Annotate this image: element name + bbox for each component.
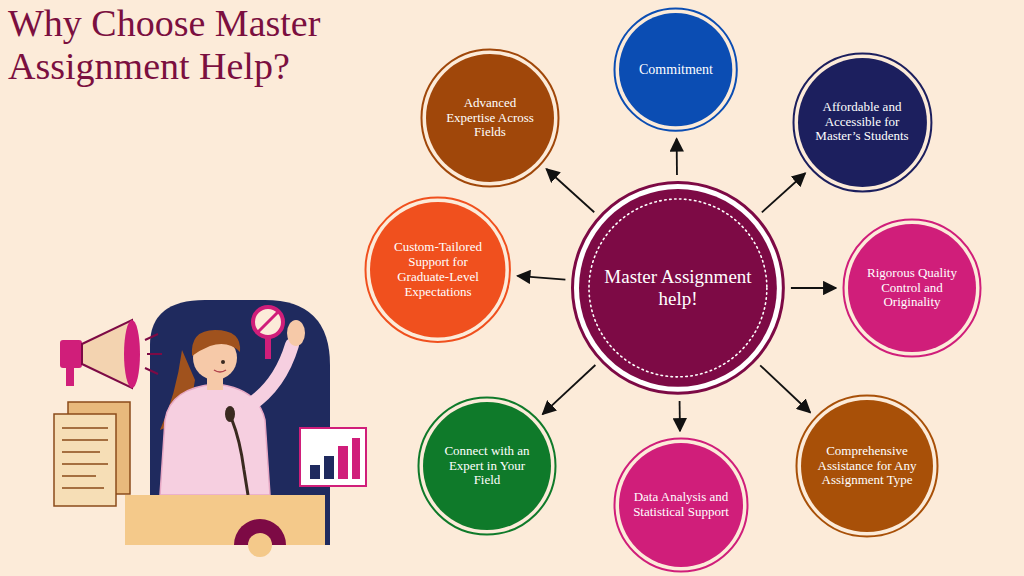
connector-arrow — [762, 173, 805, 212]
hub-circle: Master Assignment help! — [571, 181, 785, 395]
feature-circle: Advanced Expertise Across Fields — [420, 48, 560, 188]
feature-circle: Custom-Tailored Support for Graduate-Lev… — [364, 196, 511, 343]
documents — [54, 402, 130, 506]
connector-arrow — [679, 401, 681, 431]
feature-circle: Comprehensive Assistance for Any Assignm… — [795, 394, 939, 538]
microphone — [225, 406, 248, 495]
feature-circle: Commitment — [613, 7, 738, 132]
connector-arrow — [676, 139, 678, 175]
feature-label: Connect with an Expert in Your Field — [435, 444, 539, 489]
feature-label: Data Analysis and Statistical Support — [629, 490, 733, 520]
feature-label: Advanced Expertise Across Fields — [438, 96, 542, 141]
feature-label: Comprehensive Assistance for Any Assignm… — [813, 444, 921, 489]
connector-arrow — [791, 287, 836, 289]
magnifier-sign — [253, 307, 283, 359]
feature-circle: Affordable and Accessible for Master’s S… — [792, 52, 933, 193]
podium — [125, 495, 325, 557]
connector-arrow — [546, 169, 594, 212]
connector-arrow — [543, 365, 596, 414]
feature-label: Custom-Tailored Support for Graduate-Lev… — [384, 240, 492, 300]
chart-board — [300, 428, 366, 486]
hub-label: Master Assignment help! — [598, 266, 758, 310]
feature-circle: Data Analysis and Statistical Support — [613, 437, 749, 573]
presenter-figure — [160, 320, 305, 495]
feature-circle: Connect with an Expert in Your Field — [417, 396, 557, 536]
megaphone — [60, 320, 162, 388]
page-title: Why Choose Master Assignment Help? — [8, 2, 388, 87]
connector-arrow — [517, 276, 565, 280]
feature-circle: Rigorous Quality Control and Originality — [842, 218, 982, 358]
connector-arrow — [760, 365, 810, 412]
feature-label: Rigorous Quality Control and Originality — [860, 266, 964, 311]
feature-label: Affordable and Accessible for Master’s S… — [808, 100, 916, 145]
feature-label: Commitment — [626, 62, 726, 78]
